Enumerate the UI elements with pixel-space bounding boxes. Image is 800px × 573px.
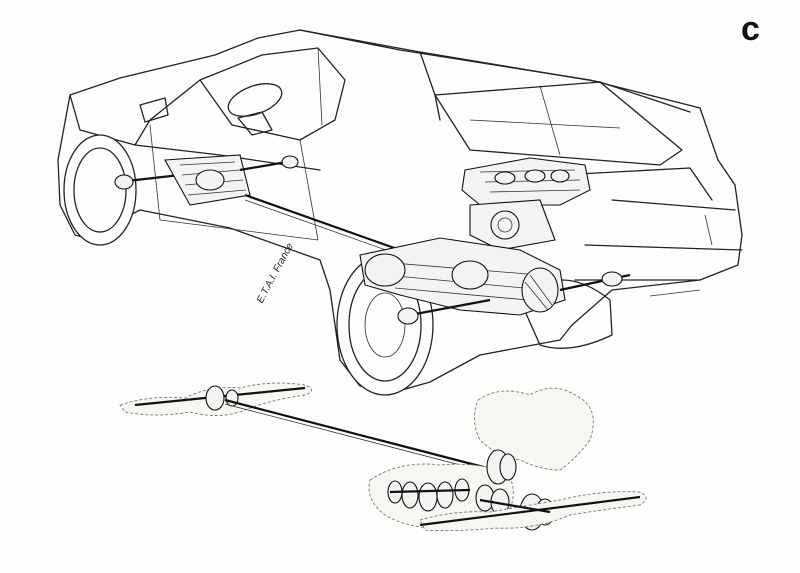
front-differential — [114, 154, 299, 206]
front-wheel — [63, 134, 137, 246]
propeller-shaft — [244, 193, 401, 256]
engine-block — [461, 157, 591, 251]
rear-transaxle — [359, 237, 631, 325]
exploded-drivetrain — [119, 382, 647, 532]
panel-label: c — [741, 10, 760, 48]
